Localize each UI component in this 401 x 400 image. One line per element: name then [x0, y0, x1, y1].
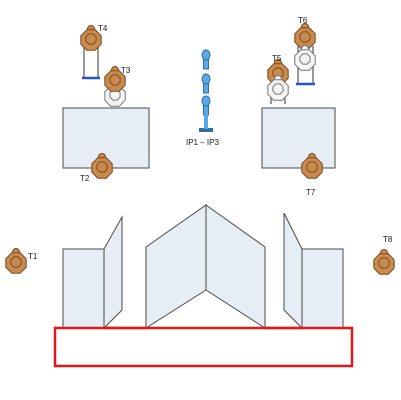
label-t2: T2: [80, 174, 90, 183]
label-ip1-ip3: IP1 – IP3: [186, 138, 219, 147]
target-t7-icon: [301, 153, 323, 179]
popper-stem: [204, 112, 208, 129]
target-t3-icon: [104, 66, 126, 92]
target-t1-icon: [5, 248, 27, 274]
wall-center-left-panel: [145, 204, 207, 329]
wall-center-right-panel: [205, 204, 266, 329]
label-t5: T5: [272, 54, 282, 63]
popper-base: [199, 128, 213, 132]
label-t6: T6: [298, 16, 308, 25]
target-t2-icon: [91, 153, 113, 179]
target-t8-icon: [373, 249, 395, 275]
wall-lower-right: [301, 248, 344, 329]
popper-icon: [201, 73, 211, 94]
label-t1: T1: [28, 252, 38, 261]
target-t6-icon: [294, 23, 316, 49]
stand-t4: [82, 48, 100, 80]
target-t5-icon: [267, 59, 289, 85]
wall-lower-right-wing: [283, 212, 303, 330]
target-t6-noshoot-icon: [294, 45, 316, 71]
label-t7: T7: [306, 188, 316, 197]
label-t3: T3: [121, 66, 131, 75]
wall-lower-left: [62, 248, 105, 329]
wall-lower-left-wing: [103, 215, 123, 330]
shooting-area-box: [53, 326, 354, 368]
popper-column: [199, 49, 213, 132]
popper-icon: [201, 95, 211, 116]
target-t5-noshoot-icon: [267, 75, 289, 101]
label-t8: T8: [383, 235, 393, 244]
wall-top-right: [261, 107, 336, 169]
popper-icon: [201, 49, 211, 70]
label-t4: T4: [98, 24, 108, 33]
target-t4-icon: [80, 25, 102, 51]
target-layer: [5, 23, 395, 275]
